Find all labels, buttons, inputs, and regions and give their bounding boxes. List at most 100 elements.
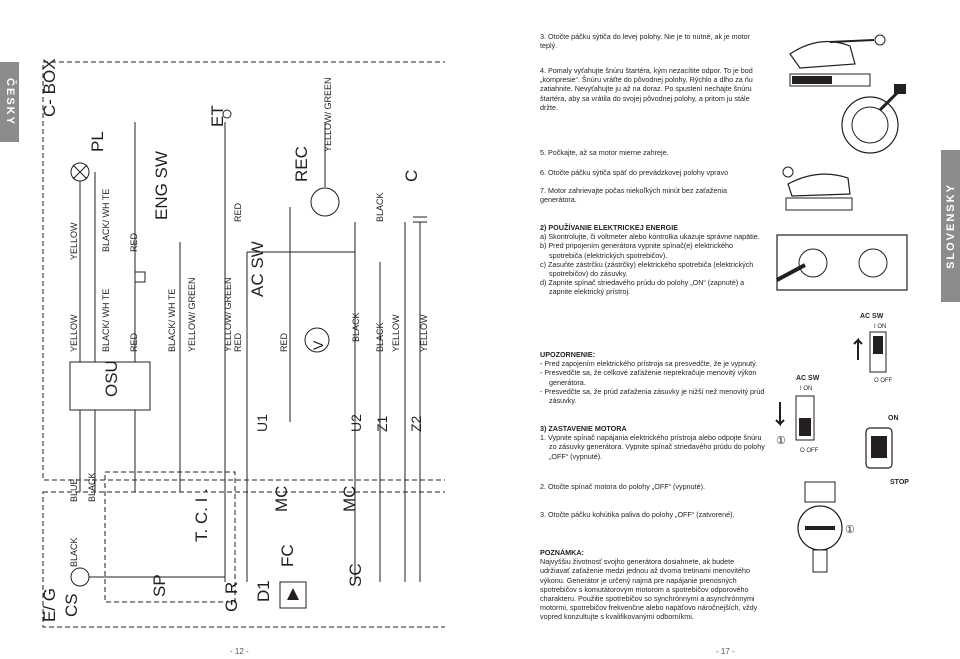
wire-yellow: YELLOW: [69, 222, 79, 260]
off-label-1: O OFF: [874, 378, 893, 384]
step5-text: 5. Počkajte, až sa motor mierne zahreje.: [540, 148, 669, 157]
recoil-starter-illustration: [840, 80, 910, 175]
wire-black-5: BLACK: [69, 537, 79, 567]
label-c-box: C- BOX: [40, 58, 59, 117]
step7-text: 7. Motor zahrievajte počas niekoľkých mi…: [540, 186, 727, 205]
et-terminal: [222, 109, 232, 119]
left-page: ČESKY: [0, 22, 454, 656]
section3-step3: 3. Otočte páčku kohútika paliva do poloh…: [540, 510, 735, 519]
section2-item-d: d) Zapnite spínač striedavého prúdu do p…: [540, 278, 745, 297]
label-osu: OSU: [102, 360, 121, 397]
warning-item-2: - Presvedčte sa, že celkové zaťaženie ne…: [540, 368, 757, 387]
wire-yellow-2: YELLOW: [69, 314, 79, 352]
osu-box: [69, 361, 151, 411]
section2-title: 2) POUŽÍVANIE ELEKTRICKEJ ENERGIE: [540, 223, 679, 232]
label-eng-sw: ENG SW: [152, 151, 171, 220]
rec-circle: [310, 187, 340, 217]
wire-red-5: RED: [279, 332, 289, 352]
wire-black-3: BLACK: [375, 322, 385, 352]
choke-lever-illustration: [770, 24, 900, 93]
wire-red-3: RED: [233, 202, 243, 222]
label-mc-2: MC: [340, 486, 359, 512]
label-tci: T. C. I .: [192, 488, 211, 542]
step-circle-1: ①: [776, 435, 786, 447]
warning-title: UPOZORNENIE:: [540, 350, 596, 359]
wire-yellow-3: YELLOW: [391, 314, 401, 352]
ac-sw-label-1: AC SW: [860, 313, 884, 320]
label-rec: REC: [292, 146, 311, 182]
label-c: C: [402, 170, 421, 182]
label-u1: U1: [254, 414, 270, 432]
voltmeter-circle: [304, 327, 330, 353]
wiring-diagram: C- BOX PL ET ENG SW REC AC SW C V OSU U1…: [25, 22, 454, 637]
page-number-left: - 12 -: [230, 647, 249, 656]
warning-item-3: - Presvedčte sa, že prúd zaťaženia zásuv…: [540, 386, 765, 406]
section2-item-c: c) Zasuňte zástrčku (zástrčky) elektrick…: [540, 259, 754, 279]
label-z2: Z2: [408, 415, 424, 432]
label-fc: FC: [278, 544, 297, 567]
label-sp: SP: [150, 574, 169, 597]
d1-box: [279, 581, 307, 609]
diode-symbol: [287, 588, 299, 600]
note-text: Najvyššiu životnosť svojho generátora do…: [540, 557, 758, 622]
note-title: POZNÁMKA:: [540, 548, 584, 557]
on-label-2: I ON: [800, 386, 812, 392]
label-v: V: [310, 340, 326, 350]
label-gr: G R: [222, 582, 241, 612]
section2-item-a: a) Skontrolujte, či voltmeter alebo kont…: [540, 232, 760, 242]
engine-switch-illustration: ON STOP: [860, 408, 920, 493]
wire-black-2: BLACK: [375, 192, 385, 222]
language-tab-slovak: SLOVENSKY: [941, 150, 960, 302]
on-label-1: I ON: [874, 324, 886, 330]
wire-yellow-green: YELLOW/ GREEN: [187, 277, 197, 352]
stop-word: STOP: [890, 479, 909, 486]
section-warning: UPOZORNENIE: - Pred zapojením elektrické…: [540, 350, 765, 405]
wire-black-white: BLACK/ WH TE: [101, 189, 111, 252]
label-z1: Z1: [374, 415, 390, 432]
label-mc-1: MC: [272, 486, 291, 512]
off-label-2: O OFF: [800, 448, 819, 454]
label-eg: E/ G: [40, 588, 59, 622]
label-sc: SC: [346, 563, 365, 587]
wire-yellow-4: YELLOW: [419, 314, 429, 352]
cs-circle: [70, 567, 90, 587]
fuel-cock-illustration: ①: [785, 478, 865, 583]
section3-step1: 1. Vypnite spínač napájania elektrického…: [540, 433, 765, 461]
label-et: ET: [208, 105, 227, 127]
choke-lever-run-illustration: [778, 162, 868, 217]
section2-item-b: b) Pred pripojením generátora vypnite sp…: [540, 241, 733, 260]
eg-outline: [42, 491, 454, 628]
eng-sw-box: [134, 271, 146, 283]
section3-step2: 2. Otočte spínač motora do polohy „OFF“ …: [540, 482, 705, 491]
step4-text: 4. Pomaly vyťahujte šnúru štartéra, kým …: [540, 66, 753, 112]
section-stopping-engine: 3) ZASTAVENIE MOTORA 1. Vypnite spínač n…: [540, 424, 765, 461]
wire-black-white-2: BLACK/ WH TE: [101, 289, 111, 352]
wire-blue: BLUE: [69, 478, 79, 502]
step-circle-2: ①: [845, 524, 855, 536]
ac-sw-label-2: AC SW: [796, 375, 820, 382]
language-tab-label: ČESKY: [3, 78, 16, 126]
ac-switch-off-illustration: AC SW I ON O OFF ①: [770, 372, 850, 467]
language-tab-czech: ČESKY: [0, 62, 19, 142]
on-word: ON: [888, 415, 899, 422]
wire-yellow-green-3: YELLOW/ GREEN: [323, 77, 333, 152]
wire-red: RED: [129, 232, 139, 252]
language-tab-label: SLOVENSKY: [944, 183, 957, 269]
warning-item-1: - Pred zapojením elektrického prístroja …: [540, 359, 758, 369]
label-u2: U2: [348, 414, 364, 432]
right-page: SLOVENSKY 3. Otočte páčku sýtiča do leve…: [480, 0, 960, 659]
outlet-panel-illustration: [775, 225, 910, 305]
page-number-right: - 17 -: [716, 647, 735, 656]
ac-switch-on-illustration: AC SW I ON O OFF: [850, 310, 930, 395]
tci-outline: [104, 471, 236, 603]
wire-red-4: RED: [233, 332, 243, 352]
label-ac-sw: AC SW: [248, 241, 267, 297]
section-using-power: 2) POUŽÍVANIE ELEKTRICKEJ ENERGIE a) Sko…: [540, 223, 765, 297]
step6-text: 6. Otočte páčku sýtiča späť do prevádzko…: [540, 168, 729, 177]
section3-title: 3) ZASTAVENIE MOTORA: [540, 424, 627, 433]
wire-black-4: BLACK: [87, 472, 97, 502]
wire-black-white-3: BLACK/ WH TE: [167, 289, 177, 352]
label-d1: D1: [254, 580, 273, 602]
wire-yellow-green-2: YELLOW/ GREEN: [223, 277, 233, 352]
section-note: POZNÁMKA: Najvyššiu životnosť svojho gen…: [540, 548, 765, 622]
